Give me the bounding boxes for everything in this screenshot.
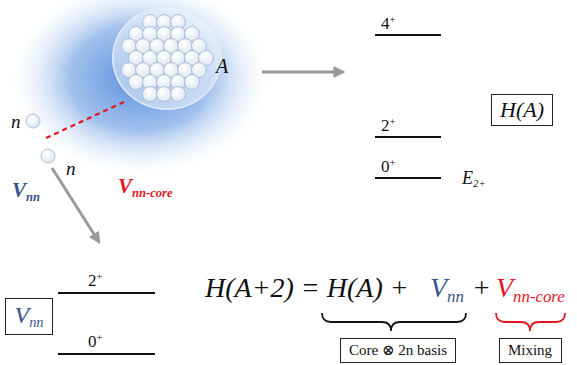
pointer-arrow: [52, 168, 99, 242]
text-part: 0: [381, 157, 390, 176]
level-line: [375, 136, 441, 138]
spin-parity: 2+: [381, 117, 395, 134]
equation-part: Vnn: [430, 274, 464, 306]
equation-part: Vnn-core: [496, 274, 565, 306]
subscript: 2+: [473, 177, 486, 189]
spin-parity: 0+: [88, 333, 102, 350]
nucleus-glow: [12, 0, 268, 174]
basis-box: Core ⊗ 2n basis: [340, 338, 456, 363]
level-line: [375, 177, 441, 179]
level-line: [58, 292, 155, 294]
pointer-arrow: [262, 71, 343, 74]
mixing-box: Mixing: [499, 338, 562, 363]
spin-parity: 2+: [88, 272, 102, 289]
text-part: V: [430, 272, 447, 303]
nucleon: [171, 87, 186, 102]
box-label: Mixing: [508, 343, 552, 358]
box-label: H(A): [500, 99, 544, 121]
nucleus-label: A: [216, 56, 228, 76]
superscript: +: [97, 332, 103, 343]
hamiltonian-box: H(A): [491, 94, 553, 126]
subscript: nn: [29, 314, 43, 330]
text-part: E: [462, 168, 473, 188]
nucleon: [129, 75, 144, 90]
core-outline: [113, 7, 221, 109]
level-line: [375, 34, 441, 36]
equation-part: +: [472, 274, 491, 302]
text-part: 2: [88, 271, 97, 290]
superscript: +: [390, 14, 396, 25]
core-fill: [112, 6, 222, 110]
interaction-label: Vnn: [12, 180, 40, 203]
nucleon-cluster: [122, 15, 214, 102]
text-part: 4: [381, 14, 390, 33]
valence-neutron: [26, 114, 40, 128]
equation-part: H(A+2) = H(A) +: [205, 274, 409, 302]
superscript: +: [97, 271, 103, 282]
text-part: V: [14, 302, 29, 328]
core-outline: [112, 6, 222, 110]
text-part: V: [496, 272, 513, 303]
level-line: [58, 353, 155, 355]
subscript: nn: [26, 190, 40, 204]
pair-core-interaction: [46, 102, 124, 138]
box-label: Core ⊗ 2n basis: [349, 343, 447, 358]
superscript: +: [390, 157, 396, 168]
under-brace: [496, 313, 565, 331]
neutron-label: n: [66, 159, 76, 178]
valence-neutron: [41, 149, 55, 163]
nucleon: [185, 75, 200, 90]
text-part: V: [118, 174, 132, 198]
nucleon: [143, 87, 158, 102]
interaction-label: Vnn-core: [118, 176, 173, 199]
text-part: 0: [88, 332, 97, 351]
box-label: Vnn: [14, 303, 43, 330]
energy-label: E2+: [462, 169, 486, 189]
nucleon: [157, 87, 172, 102]
spin-parity: 4+: [381, 15, 395, 32]
under-brace: [322, 313, 466, 331]
nucleus-core: A: [112, 6, 222, 110]
subscript: nn-core: [132, 186, 173, 200]
neutron-label: n: [11, 112, 21, 131]
spin-parity: 0+: [381, 158, 395, 175]
subscript: nn: [447, 287, 464, 306]
subscript: nn-core: [513, 287, 565, 306]
text-part: 2: [381, 116, 390, 135]
text-part: V: [12, 178, 26, 202]
interaction-box: Vnn: [5, 298, 53, 335]
superscript: +: [390, 116, 396, 127]
